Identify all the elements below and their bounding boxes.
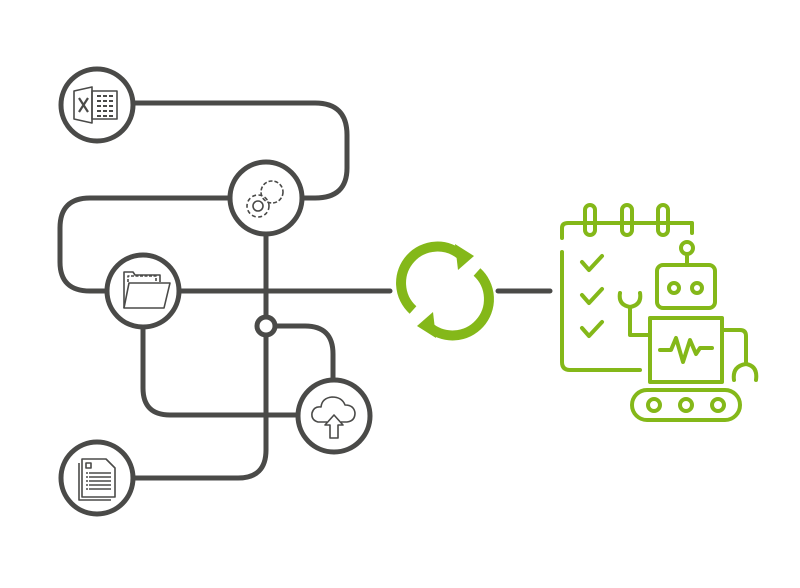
robot-checklist-icon [560,203,759,422]
sync-icon[interactable] [396,241,494,341]
line-gears-to-folder [57,195,232,294]
folder-icon [123,271,171,309]
folder-node[interactable] [104,252,182,330]
cloud-upload-node[interactable] [295,377,373,455]
line-gears-to-document [131,232,269,481]
document-icon [78,458,116,501]
document-node[interactable] [58,439,136,517]
spreadsheet-icon [73,86,118,124]
cloud-upload-icon [311,396,356,439]
robot [617,240,759,422]
connector-lines [57,100,553,481]
gears-node[interactable] [227,159,305,237]
line-folder-to-cloud [140,325,300,418]
gears-icon [246,180,284,218]
checklist [560,203,694,372]
spreadsheet-node[interactable] [58,66,136,144]
line-junction-to-cloud [273,323,336,382]
junction-node [254,314,278,338]
line-spreadsheet-to-gears [131,100,350,201]
